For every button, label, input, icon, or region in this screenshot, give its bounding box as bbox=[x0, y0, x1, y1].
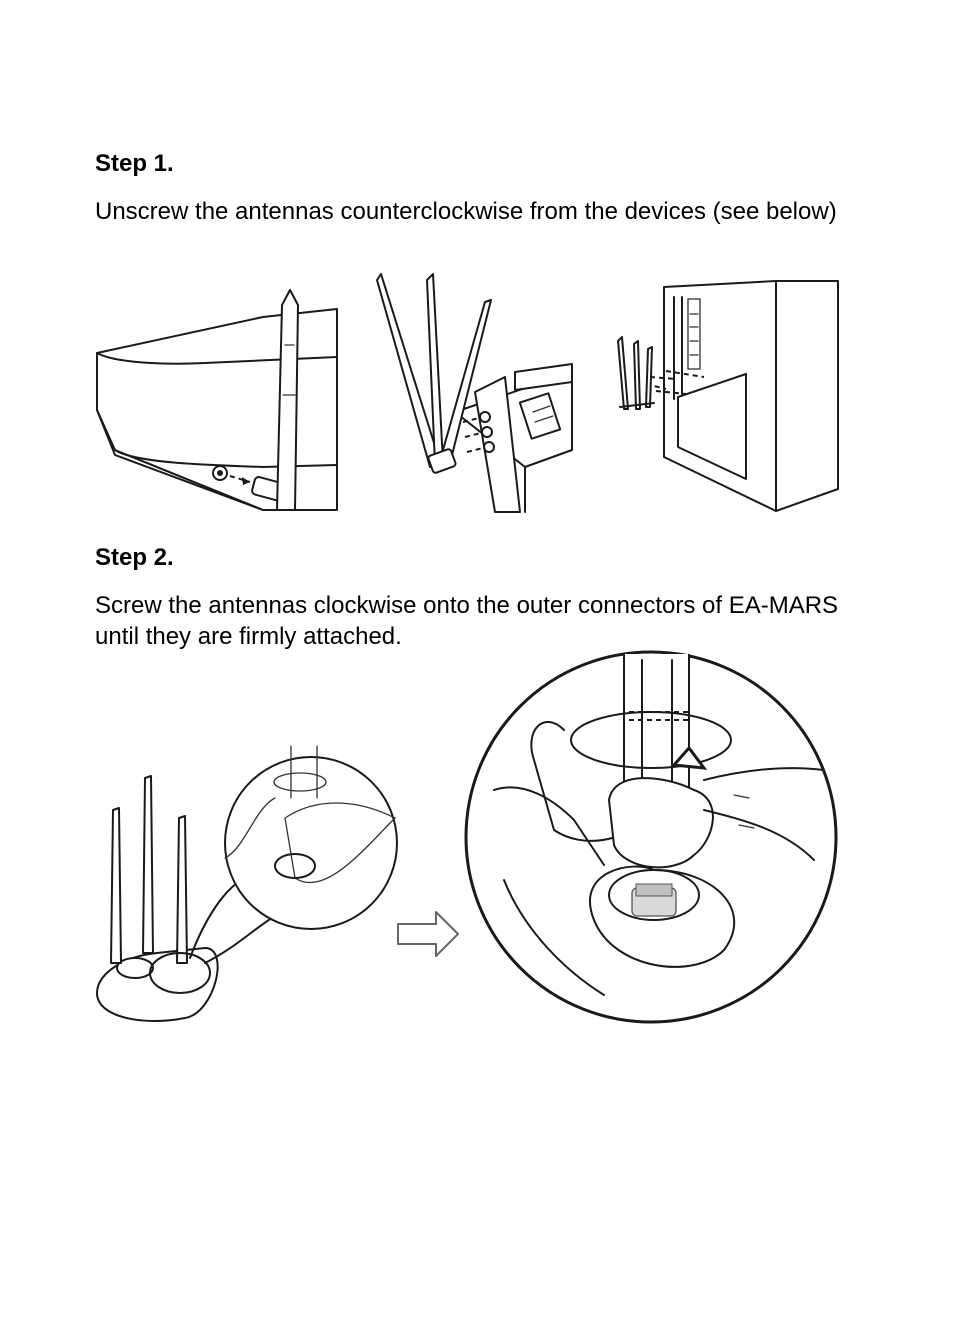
router-unscrew-illustration bbox=[96, 289, 338, 511]
desktop-pc-unscrew-illustration bbox=[617, 280, 839, 512]
step2-heading: Step 2. bbox=[95, 544, 174, 571]
pci-card-unscrew-illustration bbox=[376, 273, 573, 513]
step2-instruction: Screw the antennas clockwise onto the ou… bbox=[95, 592, 839, 650]
screw-detail-zoom-illustration bbox=[464, 650, 838, 1024]
antenna-base-overview-illustration bbox=[96, 745, 398, 1022]
step1-heading: Step 1. bbox=[95, 150, 174, 177]
next-arrow-icon bbox=[397, 911, 459, 957]
step1-instruction: Unscrew the antennas counterclockwise fr… bbox=[95, 198, 837, 225]
